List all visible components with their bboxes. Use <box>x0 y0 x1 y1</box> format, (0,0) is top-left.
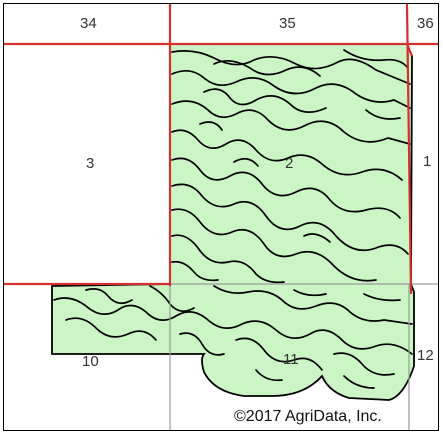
section-grid <box>169 283 438 430</box>
section-label-34: 34 <box>80 15 97 32</box>
copyright-text: ©2017 AgriData, Inc. <box>234 408 382 425</box>
field-outline <box>51 43 415 401</box>
section-label-10: 10 <box>82 353 99 370</box>
section-label-11: 11 <box>283 351 299 368</box>
section-label-1: 1 <box>423 153 432 170</box>
map-canvas <box>4 4 438 430</box>
section-label-35: 35 <box>279 15 296 32</box>
red-boundaries <box>4 4 438 295</box>
section-label-3: 3 <box>86 155 95 172</box>
field-area <box>52 44 414 400</box>
soil-map: 34 35 36 3 2 1 10 11 12 ©2017 AgriData, … <box>3 3 439 431</box>
soil-boundaries <box>53 49 413 389</box>
section-label-2: 2 <box>285 155 294 172</box>
section-label-12: 12 <box>417 347 434 364</box>
section-label-36: 36 <box>417 15 434 32</box>
